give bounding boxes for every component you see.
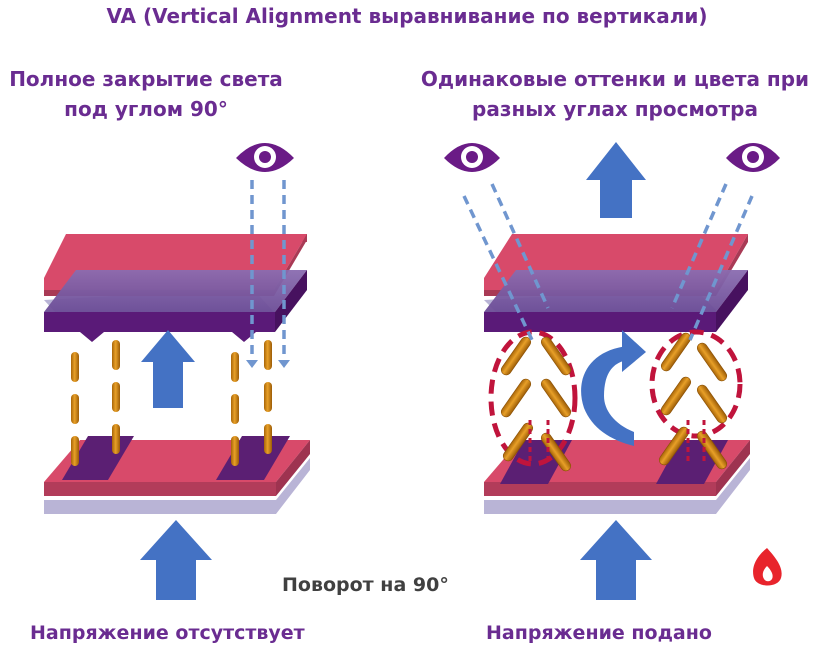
left-bottom-glass [44, 436, 310, 514]
left-beam-arrowhead-1 [246, 360, 258, 368]
rotation-arrow [581, 330, 646, 446]
left-caption-line-2: под углом 90° [64, 97, 228, 121]
left-caption-line-1: Полное закрытие света [9, 67, 283, 91]
left-panel-caption: Полное закрытие света под углом 90° [0, 64, 292, 124]
right-crystal-group-1-outline [488, 329, 578, 467]
rotation-label: Поворот на 90° [282, 574, 449, 596]
left-eye-icon [236, 143, 294, 172]
right-crystal-group-2-outline [649, 329, 743, 439]
left-inner-up-arrow [141, 330, 195, 408]
left-polarizer [44, 270, 307, 342]
left-panel [44, 143, 310, 600]
voltage-applied-label: Напряжение подано [486, 622, 712, 644]
right-eye-icon-right [726, 143, 780, 172]
right-field-arrows [528, 420, 706, 462]
left-beam-arrowhead-2 [278, 360, 290, 368]
left-backlight-arrow [140, 520, 212, 600]
right-polarizer [484, 270, 748, 332]
right-caption-line-2: разных углах просмотра [472, 97, 758, 121]
left-light-beams [250, 180, 286, 360]
right-eye-icon-left [444, 143, 500, 172]
no-voltage-label: Напряжение отсутствует [30, 622, 305, 644]
right-panel [444, 142, 780, 600]
right-caption-line-1: Одинаковые оттенки и цвета при [420, 67, 810, 91]
left-liquid-crystals [71, 340, 272, 466]
right-backlight-arrow [580, 520, 652, 600]
right-emitted-light-arrow [586, 142, 646, 218]
right-panel-caption: Одинаковые оттенки и цвета при разных уг… [410, 64, 814, 124]
diagram-title: VA (Vertical Alignment выравнивание по в… [106, 4, 708, 28]
right-light-beams [462, 183, 754, 341]
flame-logo-icon [753, 548, 782, 586]
